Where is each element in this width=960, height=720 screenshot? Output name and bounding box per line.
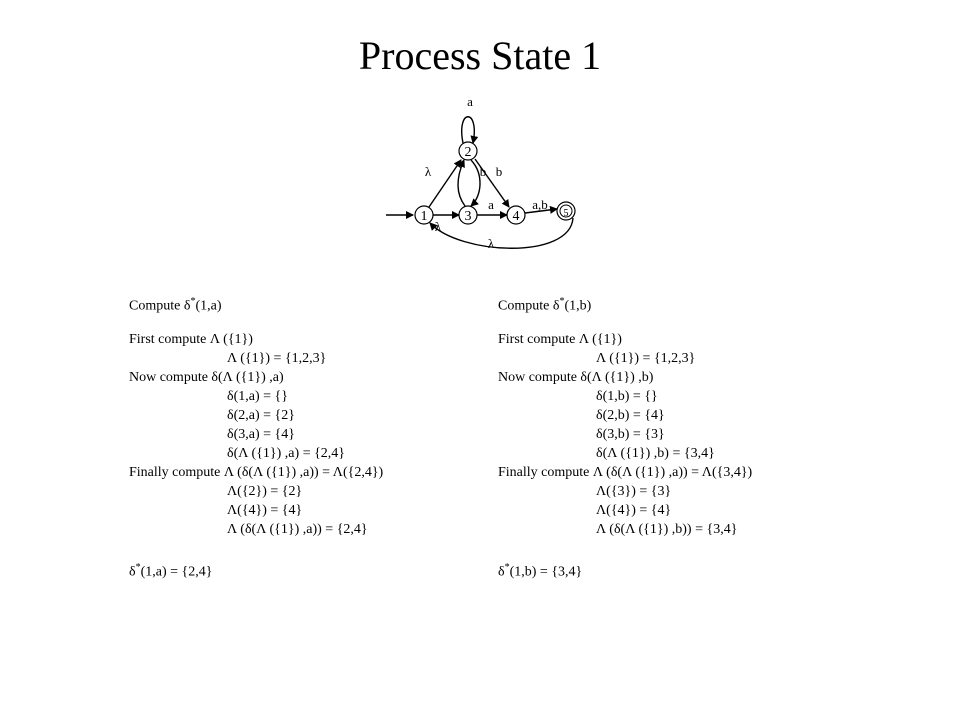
computation-line: δ*(1,b) = {3,4}: [498, 562, 583, 580]
transition-2-4: [474, 158, 510, 208]
computation-line: δ*(1,a) = {2,4}: [129, 562, 213, 580]
computation-line: δ(Λ ({1}) ,a) = {2,4}: [227, 446, 346, 461]
state-label-1: 1: [421, 209, 428, 224]
state-4: [506, 205, 526, 225]
transition-label-3-4: a: [488, 197, 494, 212]
transition-5-1: [429, 217, 574, 249]
transition-label-4-5: a,b: [532, 197, 548, 212]
state-3: [458, 205, 478, 225]
transition-label-2-4: b: [496, 164, 503, 179]
transition-label-1-3: λ: [435, 219, 442, 234]
computation-line: Λ (δ(Λ ({1}) ,b)) = {3,4}: [596, 522, 738, 537]
transition-2-2: [461, 116, 479, 144]
computation-line: δ(1,a) = {}: [227, 389, 288, 404]
transition-label-5-1: λ: [488, 236, 495, 251]
computation-line: δ(2,a) = {2}: [227, 408, 295, 423]
computation-line: First compute Λ ({1}): [129, 332, 253, 347]
computation-line: First compute Λ ({1}): [498, 332, 622, 347]
computation-line: Λ ({1}) = {1,2,3}: [596, 351, 696, 366]
state-label-2: 2: [465, 145, 472, 160]
state-label-5: 5: [564, 208, 569, 219]
computation-line: Finally compute Λ (δ(Λ ({1}) ,a)) = Λ({2…: [129, 465, 384, 480]
computation-line: Λ (δ(Λ ({1}) ,a)) = {2,4}: [227, 522, 368, 537]
computation-line: Λ ({1}) = {1,2,3}: [227, 351, 327, 366]
computation-line: Finally compute Λ (δ(Λ ({1}) ,a)) = Λ({3…: [498, 465, 753, 480]
state-5-final-ring: [559, 204, 573, 218]
transition-label-1-2: λ: [425, 164, 432, 179]
state-label-4: 4: [513, 209, 520, 224]
computation-line: Λ({2}) = {2}: [227, 484, 303, 499]
transition-label-2-3: b: [480, 164, 487, 179]
computation-line: Λ({4}) = {4}: [596, 503, 672, 518]
transition-3-2: [457, 159, 466, 207]
computation-line: Now compute δ(Λ ({1}) ,b): [498, 370, 654, 385]
computation-line: Compute δ*(1,b): [498, 296, 592, 314]
computation-line: Now compute δ(Λ ({1}) ,a): [129, 370, 284, 385]
computation-line: Λ({3}) = {3}: [596, 484, 672, 499]
computation-line: δ(3,b) = {3}: [596, 427, 665, 442]
transition-2-3: [470, 159, 481, 207]
computation-line: δ(1,b) = {}: [596, 389, 658, 404]
slide-title: Process State 1: [358, 33, 602, 78]
computation-line: Λ({4}) = {4}: [227, 503, 303, 518]
computation-line: Compute δ*(1,a): [129, 296, 222, 314]
computation-line: δ(Λ ({1}) ,b) = {3,4}: [596, 446, 715, 461]
computation-line: δ(2,b) = {4}: [596, 408, 665, 423]
computation-line: δ(3,a) = {4}: [227, 427, 295, 442]
state-2: [458, 141, 478, 161]
transition-4-5: [524, 205, 558, 214]
state-1: [414, 205, 434, 225]
state-label-3: 3: [465, 209, 472, 224]
transition-label-2-2: a: [467, 94, 473, 109]
transition-1-2: [428, 159, 462, 208]
